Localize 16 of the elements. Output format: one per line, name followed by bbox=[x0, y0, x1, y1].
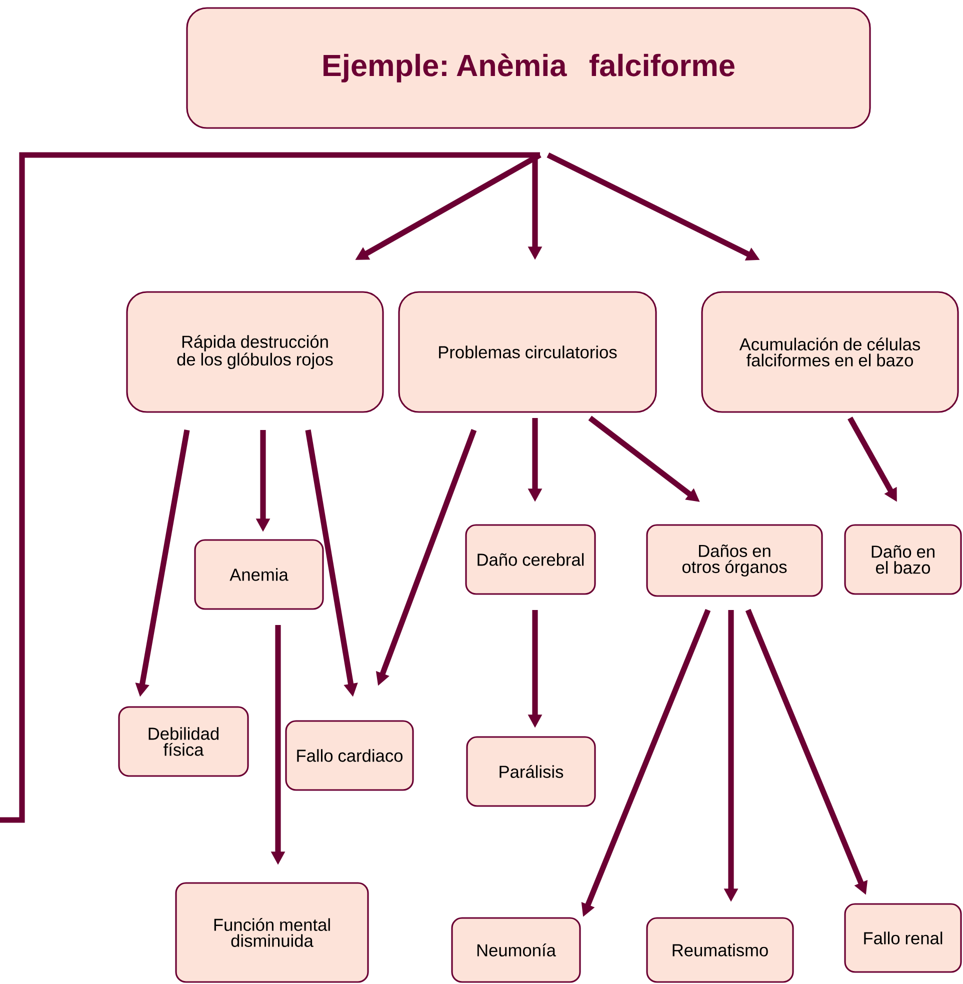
concept-box: Problemas circulatorios bbox=[398, 291, 657, 413]
title-box: Ejemple: Anèmia falciforme bbox=[186, 7, 871, 129]
concept-box: Daño en el bazo bbox=[844, 524, 962, 595]
concept-box: Neumonía bbox=[451, 917, 581, 983]
connector-line bbox=[0, 152, 540, 823]
concept-box: Anemia bbox=[194, 539, 324, 610]
concept-box: Rápida destrucción de los glóbulos rojos bbox=[126, 291, 384, 413]
concept-box: Fallo renal bbox=[844, 903, 962, 973]
concept-box: Reumatismo bbox=[646, 917, 794, 983]
concept-box: Daño cerebral bbox=[465, 524, 596, 595]
concept-box: Daños en otros órganos bbox=[646, 524, 823, 597]
concept-box: Parálisis bbox=[466, 736, 596, 807]
concept-box: Fallo cardiaco bbox=[285, 720, 414, 791]
concept-box: Debilidad física bbox=[118, 706, 249, 777]
concept-box: Función mental disminuida bbox=[175, 882, 369, 983]
concept-box: Acumulación de células falciformes en el bazo bbox=[701, 291, 959, 413]
